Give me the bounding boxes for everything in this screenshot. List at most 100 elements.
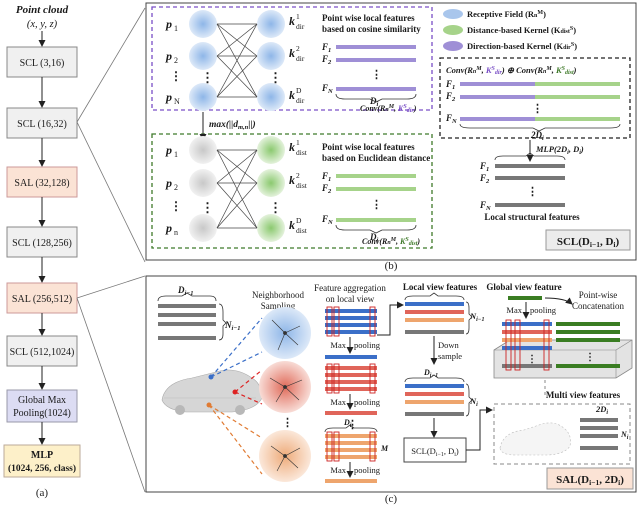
svg-text:SCL (128,256): SCL (128,256)	[12, 238, 72, 249]
svg-text:SCL (3,16): SCL (3,16)	[20, 58, 65, 69]
svg-text:2: 2	[174, 183, 178, 192]
svg-text:⋮: ⋮	[282, 417, 293, 429]
caption-b: (b)	[385, 260, 398, 272]
svg-text:Ni−1: Ni−1	[469, 311, 484, 323]
svg-text:F2: F2	[445, 91, 456, 103]
svg-text:SCL(Di−1, Di): SCL(Di−1, Di)	[557, 236, 620, 249]
svg-text:⋮: ⋮	[347, 419, 358, 431]
svg-text:F1: F1	[479, 161, 489, 173]
svg-text:N: N	[174, 97, 180, 106]
svg-text:dir: dir	[296, 22, 305, 31]
svg-text:p: p	[165, 143, 172, 157]
svg-text:sample: sample	[438, 351, 462, 361]
svg-text:⋮: ⋮	[371, 69, 382, 81]
neighborhood-2: Sampling	[261, 301, 296, 311]
svg-text:MLP(2Di, Di): MLP(2Di, Di)	[535, 144, 584, 156]
svg-text:pooling: pooling	[354, 340, 381, 350]
agg-blue	[325, 306, 377, 337]
bottom-text-2: based on Euclidean distance	[322, 153, 430, 163]
caption-a: (a)	[36, 487, 49, 499]
svg-text:Di: Di	[369, 232, 379, 244]
svg-text:Down: Down	[438, 340, 460, 350]
svg-text:Pooling(1024): Pooling(1024)	[13, 408, 71, 419]
svg-text:⋮: ⋮	[269, 200, 282, 215]
top-text-1: Point wise local features	[322, 13, 415, 23]
svg-text:Di: Di	[369, 96, 379, 108]
svg-text:D: D	[296, 86, 302, 95]
svg-text:p: p	[165, 221, 172, 235]
svg-text:F1: F1	[321, 171, 331, 183]
svg-text:1: 1	[296, 12, 300, 21]
svg-text:Ni: Ni	[469, 396, 478, 408]
svg-text:MLP: MLP	[31, 450, 53, 461]
top-text-2: based on cosine similarity	[322, 24, 421, 34]
block-global-max-pooling: Global Max Pooling(1024)	[6, 389, 78, 423]
multi-view-label: Multi view features	[546, 390, 621, 400]
local-view-label: Local view features	[403, 282, 478, 292]
svg-text:F2: F2	[321, 183, 332, 195]
global-features: ⋮ ⋮	[502, 319, 620, 371]
svg-text:k: k	[289, 173, 295, 187]
global-view-label: Global view feature	[486, 282, 561, 292]
svg-text:p: p	[165, 176, 172, 190]
svg-text:F1: F1	[445, 79, 455, 91]
svg-text:F1: F1	[321, 42, 331, 54]
block-sal-32-128: SAL (32,128)	[6, 166, 78, 198]
pointwise-2: Concatenation	[572, 301, 624, 311]
svg-text:k: k	[289, 88, 295, 102]
svg-text:k: k	[289, 218, 295, 232]
svg-text:M: M	[380, 444, 389, 453]
svg-text:F2: F2	[479, 173, 490, 185]
aggregation-1: Feature aggregation	[314, 283, 386, 293]
svg-text:Di−1: Di−1	[423, 368, 438, 379]
svg-text:pooling: pooling	[530, 305, 557, 315]
legend: Receptive Field (RnM) Distance-based Ker…	[443, 9, 577, 51]
svg-text:SAL(Di−1, 2Di): SAL(Di−1, 2Di)	[556, 474, 624, 487]
svg-text:2Di: 2Di	[530, 130, 544, 142]
svg-text:2Di: 2Di	[595, 404, 608, 416]
svg-text:2: 2	[296, 171, 300, 180]
svg-text:Max: Max	[330, 340, 346, 350]
svg-text:⋮: ⋮	[532, 103, 543, 115]
local-structural-label: Local structural features	[484, 212, 580, 222]
svg-text:p: p	[165, 49, 172, 63]
block-scl-16-32: SCL (16,32)	[6, 107, 78, 139]
svg-text:dist: dist	[296, 181, 308, 190]
neighborhood-1: Neighborhood	[252, 290, 304, 300]
caption-c: (c)	[385, 493, 398, 505]
svg-text:dir: dir	[296, 54, 305, 63]
block-scl-128-256: SCL (128,256)	[6, 226, 78, 258]
svg-text:dist: dist	[296, 226, 308, 235]
svg-text:⋮: ⋮	[585, 352, 595, 363]
svg-text:1: 1	[296, 138, 300, 147]
svg-text:D: D	[296, 216, 302, 225]
svg-text:dist: dist	[296, 148, 308, 157]
svg-text:Receptive Field (RnM): Receptive Field (RnM)	[467, 9, 546, 19]
svg-text:⋮: ⋮	[201, 200, 214, 215]
panel-c: Di−1 Ni−1 Neighborhood Sampling	[145, 275, 637, 505]
svg-text:p: p	[165, 90, 172, 104]
multi-view-car	[499, 422, 571, 456]
svg-text:⋮: ⋮	[371, 199, 382, 211]
agg-orange: Di M	[324, 418, 389, 462]
block-scl-512-1024: SCL (512,1024)	[6, 335, 78, 367]
svg-text:Distance-based Kernel (KdistS): Distance-based Kernel (KdistS)	[467, 25, 576, 35]
bottom-text-1: Point wise local features	[322, 142, 415, 152]
svg-text:⋮: ⋮	[170, 69, 182, 83]
svg-text:pooling: pooling	[354, 397, 381, 407]
svg-text:pooling: pooling	[354, 465, 381, 475]
svg-text:Max: Max	[506, 305, 522, 315]
svg-text:1: 1	[174, 24, 178, 33]
svg-text:1: 1	[174, 150, 178, 159]
block-mlp: MLP (1024, 256, class)	[3, 444, 81, 478]
svg-text:2: 2	[296, 44, 300, 53]
svg-text:Di−1: Di−1	[177, 285, 194, 297]
svg-text:F2: F2	[321, 54, 332, 66]
svg-text:k: k	[289, 14, 295, 28]
input-label-coords: (x, y, z)	[27, 19, 58, 30]
svg-text:p: p	[165, 17, 172, 31]
pipeline-panel: Point cloud (x, y, z) SCL (3,16) SCL (16…	[3, 4, 146, 499]
